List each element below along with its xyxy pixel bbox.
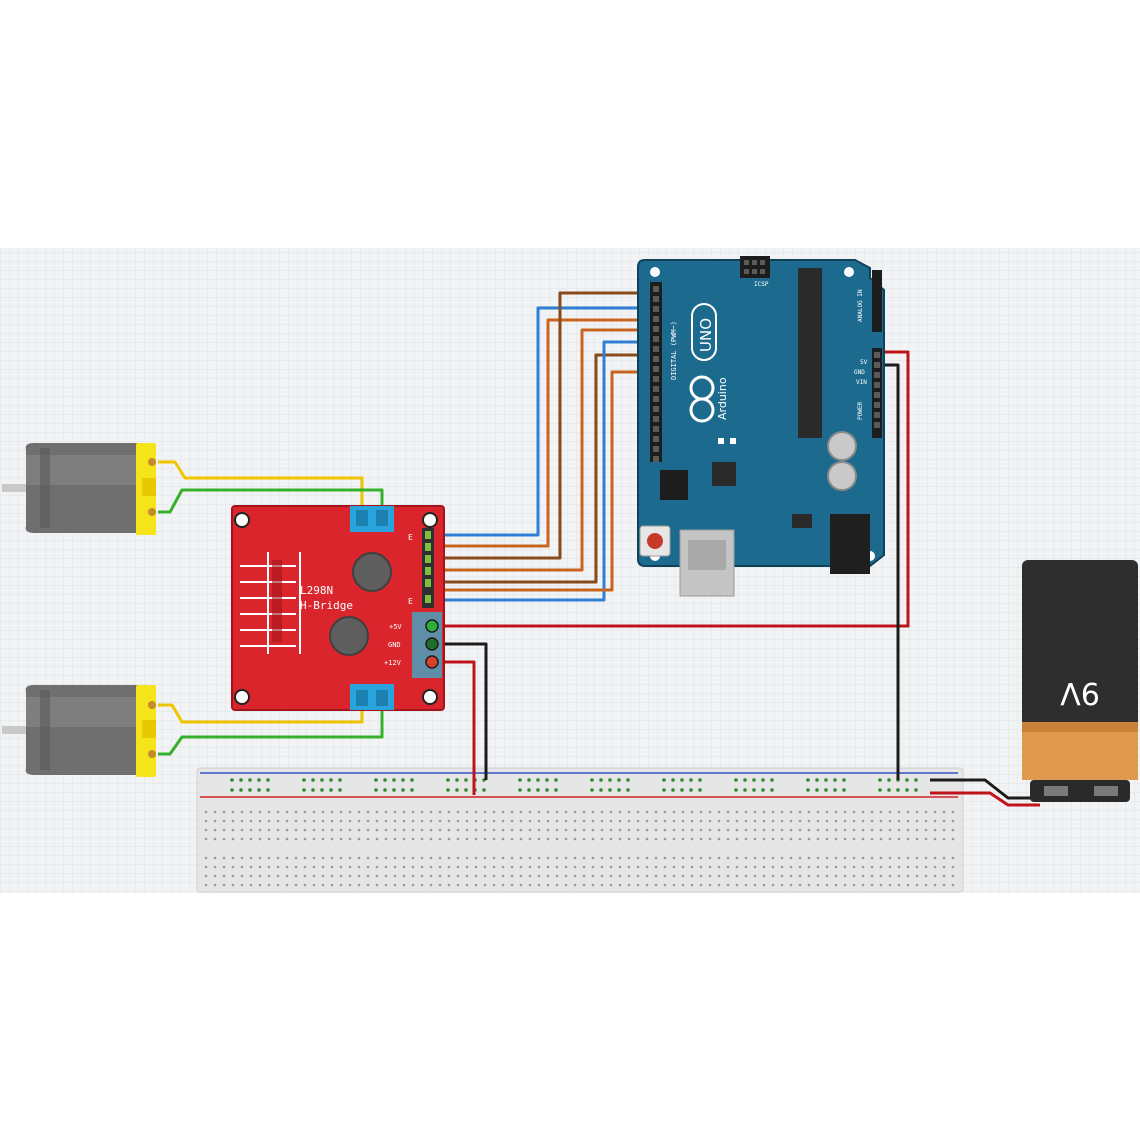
icsp-label: ICSP: [754, 281, 769, 288]
wire-5v-red: [432, 350, 910, 628]
pin-5v-label: +5V: [389, 623, 402, 631]
wire-in1-orange: [430, 318, 650, 548]
dc-motor-1: [2, 443, 156, 535]
wire-battery-black: [930, 778, 1040, 800]
uno-badge: UNO: [691, 303, 717, 361]
pin-5v-label-arduino: 5V: [860, 359, 868, 366]
arduino-brand: Arduino: [716, 377, 729, 420]
pin-gnd-label-arduino: GND: [854, 369, 865, 376]
capacitor-1: [352, 552, 392, 592]
arduino-logo: [689, 375, 715, 423]
capacitor-2: [329, 616, 369, 656]
icsp-header: [740, 256, 770, 278]
icsp2-header: [660, 470, 688, 500]
arduino-uno: DIGITAL (PWM~) 5V GND VIN POWER ANALOG I…: [637, 256, 885, 597]
wire-motor1-green: [158, 488, 384, 514]
wire-in2-brown: [430, 291, 650, 560]
wire-battery-red: [930, 791, 1040, 807]
power-label: POWER: [857, 402, 864, 420]
heatsink-outline: [240, 552, 301, 654]
power-jack: [830, 514, 870, 574]
model-label: UNO: [697, 318, 715, 352]
battery-terminal-2: [1094, 786, 1118, 796]
chip-label: L298N: [300, 584, 333, 597]
wire-ena-blue: [430, 306, 650, 537]
wire-extra-orange: [430, 370, 650, 592]
analog-header: [872, 270, 882, 332]
battery-9v: 9V: [1022, 560, 1138, 802]
wire-in4-brown: [430, 353, 650, 584]
pin-12v-label: +12V: [384, 659, 402, 667]
l298n-h-bridge: L298N H-Bridge E E +5V GND +12V: [231, 505, 445, 711]
battery-terminal-1: [1044, 786, 1068, 796]
analog-label: ANALOG IN: [857, 289, 864, 322]
wire-in3-orange: [430, 328, 650, 572]
breadboard: [196, 767, 964, 893]
board-subtitle: H-Bridge: [300, 599, 353, 612]
battery-label: 9V: [1060, 675, 1100, 710]
pin-vin-label-arduino: VIN: [856, 379, 867, 386]
wire-12v-red: [432, 660, 476, 795]
breadboard-holes: [204, 810, 955, 887]
breadboard-rail-holes: [230, 778, 918, 792]
wire-enb-blue: [430, 340, 650, 602]
wires: [158, 291, 1040, 807]
wire-motor2-yellow: [158, 700, 364, 724]
digital-label: DIGITAL (PWM~): [670, 321, 678, 380]
en-label-bottom: E: [408, 597, 413, 606]
wire-motor1-yellow: [158, 460, 364, 508]
dc-motor-2: [2, 685, 156, 777]
wire-motor2-green: [158, 700, 384, 756]
atmega-chip: [798, 268, 822, 438]
pin-gnd-label: GND: [388, 641, 401, 649]
wire-gnd-arduino-black: [880, 363, 900, 780]
en-label-top: E: [408, 533, 413, 542]
wire-gnd-black: [432, 642, 488, 780]
